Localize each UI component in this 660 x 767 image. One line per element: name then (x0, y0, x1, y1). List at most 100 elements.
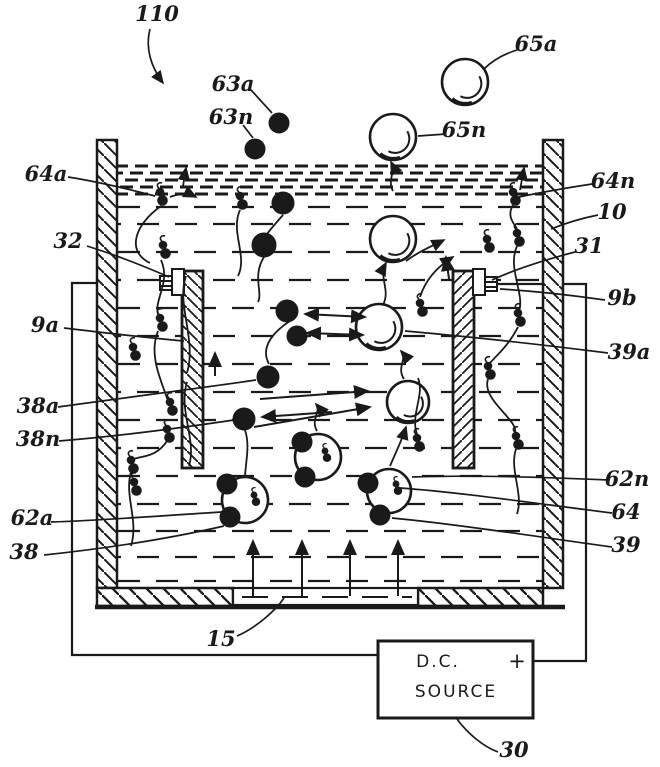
motion-arrow (303, 307, 367, 324)
motion-trail (513, 245, 522, 312)
particle-ball (251, 232, 277, 258)
surfactant-particle (165, 392, 178, 416)
label-38n: 38n (16, 426, 61, 451)
surfactant-particle (250, 487, 261, 507)
label-65n: 65n (442, 117, 487, 142)
leader-63n (242, 124, 254, 139)
dc-source-line2: SOURCE (415, 682, 497, 702)
surfactant-particle (155, 182, 168, 206)
particle-ball (271, 191, 295, 215)
agglomerate-cluster (357, 467, 413, 526)
tank-floor-right (416, 586, 545, 608)
surfactant-particle (321, 443, 332, 463)
agglomerate-cluster (216, 473, 270, 528)
motion-trail (128, 471, 135, 547)
leader-30 (456, 718, 499, 753)
motion-arrow (440, 255, 455, 280)
motion-trail (177, 166, 191, 187)
leader-64a (67, 176, 156, 197)
motion-arrow (305, 326, 365, 342)
label-62n: 62n (605, 466, 650, 491)
dc-source-box (376, 639, 535, 720)
leader-15 (236, 597, 285, 637)
surfactant-particle (162, 419, 175, 443)
tank-wall-left (95, 138, 119, 590)
tank-structure (70, 138, 588, 720)
floating-objects (126, 57, 526, 528)
motion-trail (244, 429, 249, 477)
surfactant-particle (482, 229, 495, 253)
leader-31 (491, 251, 576, 281)
surfactant-particle (508, 182, 521, 206)
motion-trail (235, 209, 243, 277)
leader-63a (250, 89, 273, 114)
label-63a: 63a (212, 71, 255, 96)
gas-bubble (440, 57, 490, 107)
motion-trail (156, 259, 166, 319)
motion-trail (399, 349, 415, 380)
leader-38 (43, 525, 225, 556)
motion-arrow (259, 385, 370, 400)
surfactant-particle (511, 426, 524, 450)
motion-trail (515, 166, 528, 191)
electrode-9b (451, 269, 476, 470)
label-64: 64 (611, 499, 640, 524)
surfactant-particle (235, 186, 248, 210)
leader-64 (399, 487, 613, 514)
surfactant-particle (415, 293, 428, 317)
label-62a: 62a (11, 505, 54, 530)
motion-trail (414, 377, 421, 435)
label-31: 31 (574, 233, 603, 258)
surfactant-particle (158, 235, 171, 259)
particle-ball (244, 138, 266, 160)
leader-39 (391, 517, 613, 548)
label-110: 110 (135, 1, 179, 26)
label-38a: 38a (17, 393, 60, 418)
surfactant-particle (126, 450, 139, 474)
terminal-31 (472, 268, 498, 296)
motion-trail (389, 160, 403, 192)
gas-bubble (385, 379, 431, 425)
surfactant-particle (392, 476, 403, 496)
motion-arrow (260, 409, 333, 423)
plus-terminal-sign: + (508, 649, 526, 673)
motion-trail (405, 239, 446, 262)
label-38: 38 (9, 539, 39, 564)
leader-9a (63, 327, 185, 342)
motion-trail (489, 326, 519, 364)
particle-ball (256, 365, 280, 389)
dc-source-line1: D.C. (416, 652, 460, 672)
electrode-9a (180, 269, 205, 470)
surfactant-particle (129, 472, 142, 496)
motion-trail (265, 320, 291, 365)
label-64a: 64a (25, 161, 68, 186)
leader-110 (147, 28, 165, 85)
surfactant-particle (512, 223, 525, 247)
gas-bubble (354, 302, 404, 352)
label-9a: 9a (31, 312, 59, 337)
motion-arrow (253, 402, 372, 428)
leader-10 (550, 214, 599, 230)
tank-wall-right (541, 138, 565, 590)
motion-trail (133, 440, 168, 460)
particle-ball (275, 299, 299, 323)
motion-trail (182, 275, 191, 374)
motion-trail (374, 261, 387, 306)
particle-ball (268, 112, 290, 134)
label-64n: 64n (591, 168, 636, 193)
motion-trail (134, 205, 162, 264)
liquid-dash-lines (115, 164, 545, 583)
leader-62n (411, 475, 610, 481)
motion-trail (153, 330, 169, 402)
label-30: 30 (499, 737, 529, 762)
label-65a: 65a (515, 31, 558, 56)
leader-38n (58, 419, 235, 442)
surfactant-particle (483, 356, 496, 380)
motion-trail (509, 204, 518, 232)
particle-ball (232, 407, 256, 431)
label-39: 39 (611, 532, 641, 557)
particle-ball (286, 325, 308, 347)
label-15: 15 (206, 626, 235, 651)
